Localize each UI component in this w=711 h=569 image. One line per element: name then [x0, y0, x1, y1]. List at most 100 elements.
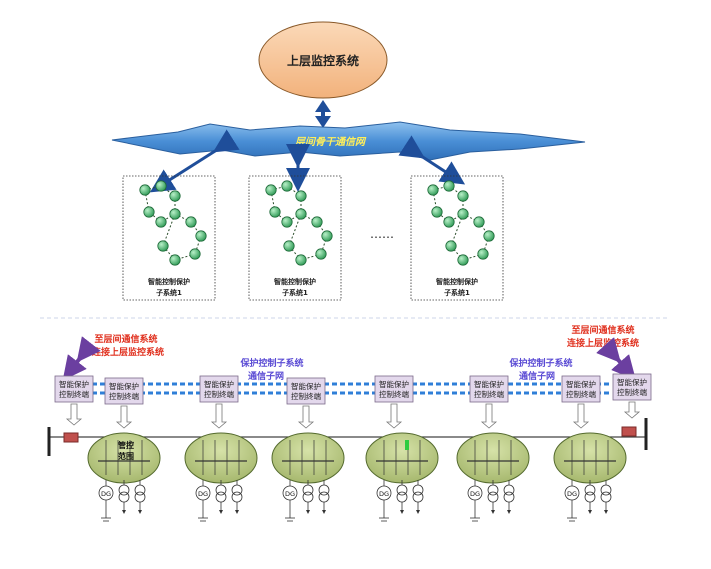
- transformer-symbol: [118, 484, 130, 496]
- network-link: [286, 185, 302, 197]
- down-arrow: [572, 403, 590, 429]
- dg-label: DG: [567, 490, 577, 498]
- link-label-right-line1: 至层间通信系统: [571, 324, 634, 336]
- network-node: [443, 216, 455, 228]
- link-label-left-line2: 连接上层监控系统: [92, 346, 164, 358]
- ellipsis: ……: [370, 227, 394, 241]
- transformer-symbol: [487, 484, 499, 496]
- network-link: [320, 235, 328, 255]
- transformer-symbol: [134, 484, 146, 496]
- control-zone-6: DG: [553, 432, 627, 522]
- network-link: [450, 213, 464, 247]
- network-node: [295, 254, 307, 266]
- terminal-label-line2: 控制终端: [474, 389, 504, 399]
- network-node: [483, 230, 495, 242]
- network-link: [288, 245, 302, 261]
- supervisory-system: 上层监控系统: [258, 21, 388, 99]
- link-label-left-line1: 至层间通信系统: [94, 333, 157, 345]
- terminal-label-line1: 智能保护: [566, 379, 596, 389]
- dg-label: DG: [285, 490, 295, 498]
- breaker-right: [621, 426, 637, 437]
- network-link: [162, 213, 176, 247]
- transformer-symbol: [600, 484, 612, 496]
- dg-label: DG: [198, 490, 208, 498]
- control-zone-5: DG: [456, 432, 530, 522]
- network-link: [190, 221, 202, 237]
- network-link: [316, 221, 328, 237]
- terminal-label-line1: 智能保护: [109, 381, 139, 391]
- purple-arrow-left: [62, 336, 101, 381]
- supervisory-link-arrow: [315, 100, 331, 128]
- subsystem-frame: [122, 175, 216, 301]
- network-link: [162, 245, 176, 261]
- network-link: [194, 235, 202, 255]
- supervisory-system-label: 上层监控系统: [287, 53, 359, 68]
- network-node: [445, 240, 457, 252]
- down-arrow: [297, 405, 315, 429]
- network-node: [457, 190, 469, 202]
- network-node: [295, 190, 307, 202]
- subsystem-label-line2: 子系统1: [282, 288, 308, 297]
- communication-bus: [92, 382, 612, 395]
- transformer-symbol: [584, 484, 596, 496]
- network-link: [448, 185, 464, 197]
- control-zone-3: DG: [271, 432, 345, 522]
- network-node: [155, 180, 167, 192]
- link-label-right-line2: 连接上层监控系统: [567, 337, 639, 349]
- network-node: [321, 230, 333, 242]
- breaker-left: [63, 432, 79, 443]
- terminal-label-line1: 智能保护: [474, 379, 504, 389]
- terminal-label-line1: 智能保护: [204, 379, 234, 389]
- backbone-network: 层间骨干通信网: [111, 121, 586, 161]
- network-link: [300, 213, 318, 223]
- network-link: [482, 235, 490, 255]
- network-node: [281, 216, 293, 228]
- network-node: [443, 180, 455, 192]
- subsystem-frame: [410, 175, 504, 301]
- control-zone-4: DG: [365, 432, 439, 522]
- terminal-label-line2: 控制终端: [204, 389, 234, 399]
- terminal-label-line2: 控制终端: [617, 387, 647, 397]
- network-node: [457, 254, 469, 266]
- dg-label: DG: [379, 490, 389, 498]
- terminal-label-line2: 控制终端: [291, 391, 321, 401]
- transformer-symbol: [231, 484, 243, 496]
- subsystem-label-line1: 智能控制保护: [436, 277, 478, 286]
- backbone-network-label: 层间骨干通信网: [294, 136, 367, 148]
- network-node: [477, 248, 489, 260]
- network-node: [311, 216, 323, 228]
- transformer-symbol: [215, 484, 227, 496]
- subnet-label-2-line2: 通信子网: [519, 370, 555, 382]
- purple-arrow-right: [596, 337, 636, 380]
- down-arrow: [385, 403, 403, 429]
- transformer-symbol: [503, 484, 515, 496]
- network-node: [269, 206, 281, 218]
- network-link: [450, 245, 464, 261]
- control-scope-line1: 管控: [118, 440, 134, 450]
- subnet-label-1-line2: 通信子网: [248, 370, 284, 382]
- terminals: 智能保护控制终端智能保护控制终端智能保护控制终端智能保护控制终端智能保护控制终端…: [54, 373, 652, 429]
- network-node: [431, 206, 443, 218]
- network-node: [169, 254, 181, 266]
- network-node: [185, 216, 197, 228]
- terminal-label-line2: 控制终端: [59, 389, 89, 399]
- dg-label: DG: [470, 490, 480, 498]
- network-node: [195, 230, 207, 242]
- network-link: [174, 213, 192, 223]
- network-link: [160, 185, 176, 197]
